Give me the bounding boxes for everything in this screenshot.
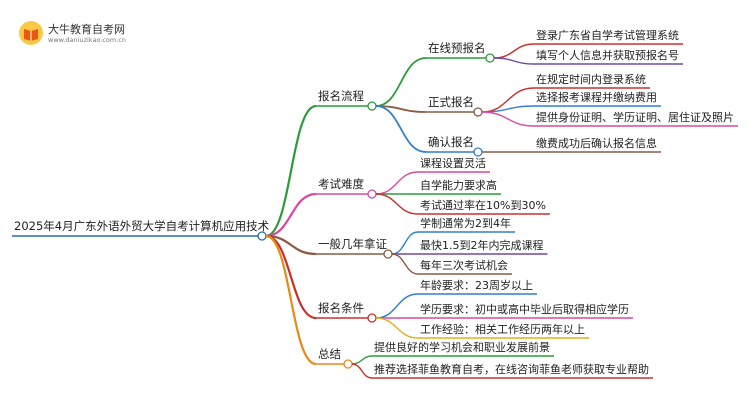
branch-1-link — [265, 104, 317, 238]
leaf-1-1-link — [493, 43, 535, 59]
leaf-4-3-link — [375, 317, 419, 339]
leaf-5-2-label: 推荐选择菲鱼教育自考，在线咨询菲鱼老师获取专业帮助 — [374, 362, 649, 376]
branch-4-link — [265, 234, 317, 320]
leaf-5-2-link — [351, 363, 373, 379]
leaf-5-1-link — [351, 355, 373, 365]
leaf-2-1-label: 课程设置灵活 — [420, 157, 486, 170]
leaf-3-1-label: 学制通常为2到4年 — [420, 216, 511, 230]
branch-3-link — [265, 234, 317, 256]
sub-2-label: 正式报名 — [428, 95, 474, 109]
branch-4-label: 报名条件 — [318, 301, 364, 315]
sub-3-link — [375, 105, 427, 153]
leaf-1-2-link — [493, 57, 535, 65]
leaf-1-1-label: 登录广东省自学考试管理系统 — [536, 28, 679, 42]
leaf-3-3-label: 每年三次考试机会 — [420, 258, 508, 272]
branch-5-link — [265, 234, 317, 366]
sub-3-label: 确认报名 — [428, 135, 474, 149]
branch-4-node — [367, 313, 377, 323]
branch-1-label: 报名流程 — [318, 89, 364, 103]
leaf-3-1-link — [391, 231, 419, 255]
watermark: 大牛教育自考网 www.daniuzikao.com.cn — [18, 18, 128, 48]
sub-3-node — [473, 147, 483, 157]
sub-2-node — [473, 107, 483, 117]
sub-1-node — [485, 53, 495, 63]
watermark-name: 大牛教育自考网 — [48, 23, 125, 36]
branch-5-node — [343, 359, 353, 369]
branch-5-label: 总结 — [318, 347, 341, 361]
leaf-5-1-label: 提供良好的学习机会和职业发展前景 — [374, 340, 550, 354]
leaf-2-1-label: 在规定时间内登录系统 — [536, 72, 646, 86]
root-label: 2025年4月广东外语外贸大学自考计算机应用技术 — [14, 219, 270, 233]
leaf-4-2-label: 学历要求：初中或高中毕业后取得相应学历 — [420, 302, 629, 316]
leaf-2-2-label: 选择报考课程并缴纳费用 — [536, 90, 657, 104]
branch-2-label: 考试难度 — [318, 177, 364, 191]
leaf-2-3-label: 提供身份证明、学历证明、居住证及照片 — [536, 110, 734, 124]
open-book-icon — [19, 21, 43, 45]
leaf-2-3-label: 考试通过率在10%到30% — [420, 198, 546, 212]
branch-2-node — [367, 189, 377, 199]
leaf-3-3-link — [391, 253, 419, 275]
sub-1-label: 在线预报名 — [428, 41, 486, 55]
leaf-2-3-link — [375, 193, 419, 215]
branch-2-link — [265, 192, 317, 238]
leaf-4-1-link — [375, 293, 419, 319]
branch-3-label: 一般几年拿证 — [318, 237, 387, 251]
watermark-url: www.daniuzikao.com.cn — [48, 36, 126, 44]
leaf-3-1-label: 缴费成功后确认报名信息 — [536, 136, 657, 150]
leaf-2-3-link — [481, 111, 535, 127]
leaf-1-2-label: 填写个人信息并获取预报名号 — [536, 48, 679, 62]
leaf-2-1-link — [375, 171, 419, 195]
leaf-2-2-link — [481, 105, 535, 113]
leaf-3-2-label: 最快1.5到2年内完成课程 — [420, 238, 544, 252]
leaf-4-1-label: 年龄要求：23周岁以上 — [420, 278, 533, 292]
sub-1-link — [375, 57, 427, 107]
leaf-4-3-label: 工作经验：相关工作经历两年以上 — [420, 322, 585, 336]
branch-1-node — [367, 101, 377, 111]
leaf-2-2-label: 自学能力要求高 — [420, 178, 497, 192]
root-node — [257, 231, 267, 241]
branch-3-node — [383, 249, 393, 259]
